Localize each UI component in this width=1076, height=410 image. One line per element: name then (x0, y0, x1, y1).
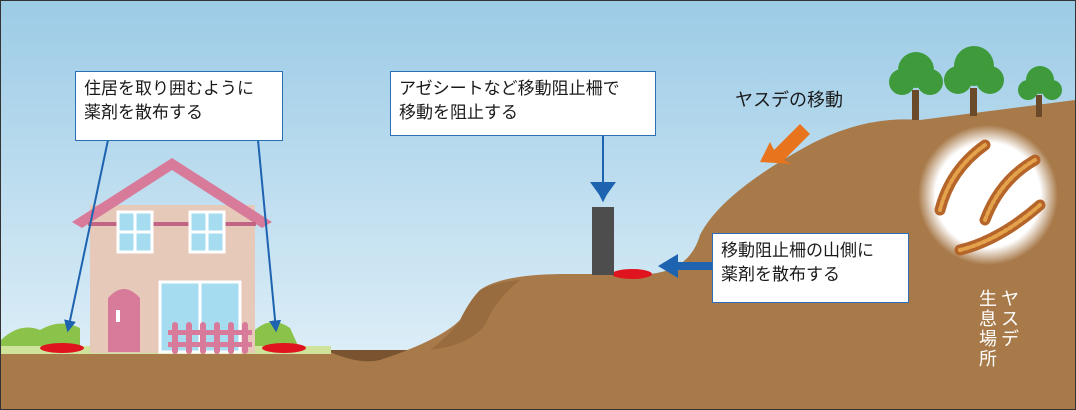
fence (168, 322, 252, 354)
barrier-post-icon (592, 207, 614, 275)
habitat-char: 場 (979, 329, 997, 350)
chemical-right (262, 343, 306, 353)
arrow-to-hill-chemical (658, 254, 712, 278)
hill (1, 100, 1075, 409)
callout-hillside-line1: 移動阻止柵の山側に (721, 241, 874, 261)
tree-icon-3 (1018, 66, 1062, 117)
callout-house-chemical: 住居を取り囲むように 薬剤を散布する (75, 71, 283, 141)
habitat-char: 生 (979, 289, 997, 310)
window-right (188, 210, 226, 254)
callout-house-line2: 薬剤を散布する (84, 103, 203, 123)
callout-barrier: アゼシートなど移動阻止柵で 移動を阻止する (390, 71, 656, 136)
house-illustration (72, 158, 272, 354)
door (108, 289, 140, 352)
arrow-to-left-chemical (64, 139, 109, 333)
tree-icon-2 (944, 46, 1004, 116)
habitat-label-yasude: ヤ ス デ (1000, 290, 1020, 350)
habitat-char: 所 (979, 349, 997, 370)
habitat-char: ス (1001, 309, 1019, 330)
grass-right (255, 321, 300, 350)
habitat-circle (918, 125, 1058, 265)
callout-hillside-chemical: 移動阻止柵の山側に 薬剤を散布する (712, 233, 909, 303)
tree-icon-1 (889, 52, 943, 120)
chemical-left (40, 343, 84, 353)
chemical-hill (612, 269, 652, 279)
habitat-char: 息 (979, 309, 997, 330)
window-left (116, 210, 154, 254)
callout-barrier-line1: アゼシートなど移動阻止柵で (399, 79, 620, 99)
migration-arrow-icon (760, 124, 810, 164)
callout-barrier-line2: 移動を阻止する (399, 103, 518, 123)
arrow-to-barrier-head (590, 182, 616, 200)
callout-hillside-line2: 薬剤を散布する (721, 265, 840, 285)
callout-house-line1: 住居を取り囲むように (84, 79, 254, 99)
arrow-to-right-chemical (257, 139, 282, 333)
habitat-label-place: 生 息 場 所 (978, 290, 998, 370)
hill-shadow (430, 280, 520, 350)
migration-label: ヤスデの移動 (735, 90, 843, 111)
habitat-char: デ (1001, 329, 1019, 350)
habitat-char: ヤ (1001, 289, 1019, 310)
millipede-illustration (934, 139, 1046, 256)
